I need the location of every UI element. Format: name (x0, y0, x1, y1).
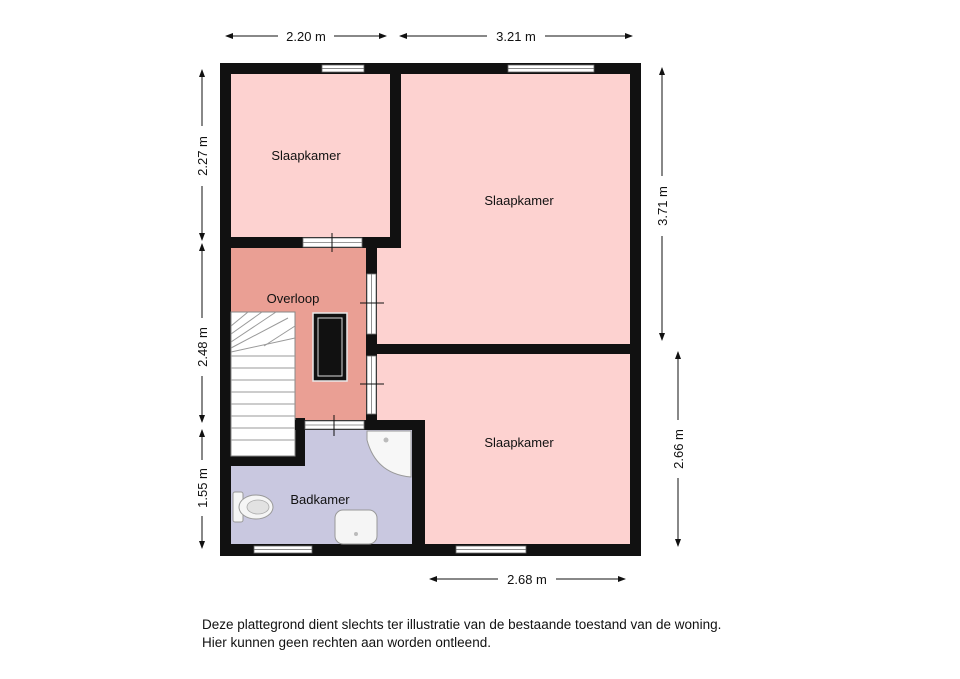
dim-left-lower: 1.55 m (195, 468, 210, 508)
room-label-bedroom-bottom-right: Slaapkamer (484, 435, 554, 450)
room-label-bathroom: Badkamer (290, 492, 350, 507)
wall-bedrooms-divider (366, 344, 641, 354)
bedroom-top-left-floor (231, 74, 390, 237)
dim-left-upper: 2.27 m (195, 136, 210, 176)
disclaimer: Deze plattegrond dient slechts ter illus… (202, 616, 721, 652)
staircase (230, 311, 296, 457)
windows (253, 64, 595, 554)
stair-wall-bottom (231, 456, 305, 466)
attic-hatch (312, 312, 348, 382)
wall-bedroom1-right (390, 63, 401, 248)
toilet (232, 491, 274, 523)
bedroom-right-floor-ext (377, 248, 630, 344)
wall-landing-right (366, 248, 377, 430)
dim-right-lower: 2.66 m (671, 429, 686, 469)
bedroom-bottom-right-floor-ext (425, 418, 630, 544)
doors (302, 233, 384, 436)
shower-tray (366, 430, 412, 478)
dimension-lines (199, 33, 681, 582)
bedroom-right-floor (401, 74, 630, 250)
dim-left-middle: 2.48 m (195, 327, 210, 367)
dim-right-upper: 3.71 m (655, 186, 670, 226)
wall-bathroom-right (412, 420, 425, 556)
disclaimer-line-1: Deze plattegrond dient slechts ter illus… (202, 617, 722, 632)
disclaimer-line-2: Hier kunnen geen rechten aan worden ontl… (202, 635, 491, 650)
dim-bottom: 2.68 m (507, 572, 547, 587)
room-label-bedroom-top-left: Slaapkamer (271, 148, 341, 163)
room-label-landing: Overloop (267, 291, 320, 306)
room-label-bedroom-right: Slaapkamer (484, 193, 554, 208)
dim-top-right: 3.21 m (496, 29, 536, 44)
stair-wall (295, 418, 305, 466)
dim-top-left: 2.20 m (286, 29, 326, 44)
washbasin (334, 509, 378, 545)
bedroom-bottom-right-floor (377, 354, 630, 420)
wall-bathroom-top-right (366, 420, 425, 430)
